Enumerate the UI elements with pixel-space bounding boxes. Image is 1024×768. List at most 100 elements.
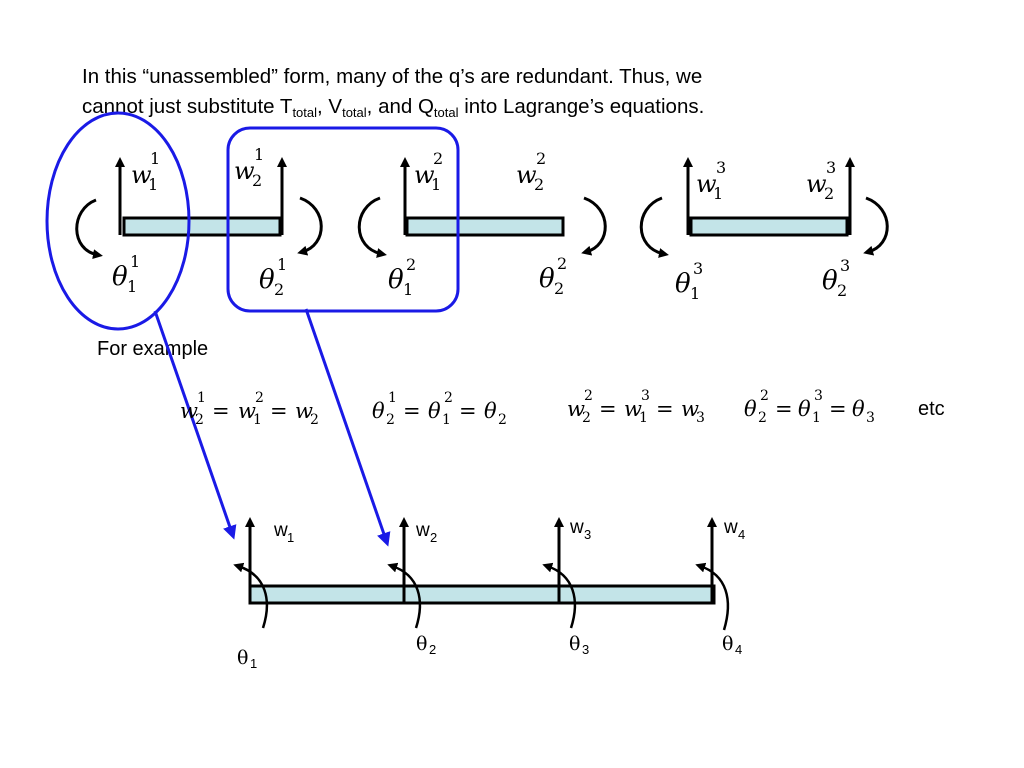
eq2-term-c-sub: 2 <box>498 412 507 428</box>
eq4-term-a-sup: 2 <box>760 388 769 404</box>
w-right-sup-2: 2 <box>536 149 546 168</box>
theta-arc-node-3 <box>542 562 577 629</box>
subscript-total: total <box>292 105 318 120</box>
equation-2: θ 2 1 = θ 1 2 = θ 2 <box>372 390 507 428</box>
element-1: w 1 1 w 2 1 θ 1 1 θ 2 1 <box>75 145 323 299</box>
eq3-term-b: w <box>624 397 642 421</box>
theta-left-sup-2: 2 <box>406 255 416 274</box>
eq2-equals-1: = <box>403 399 421 423</box>
etc-label: etc <box>918 398 945 420</box>
w-sub-node-2: 2 <box>430 530 437 545</box>
eq4-term-b: θ <box>798 397 811 421</box>
w-left-sub-2: 1 <box>431 175 441 194</box>
element-2: w 1 2 w 2 2 θ 1 2 θ 2 2 <box>357 149 607 299</box>
theta-left-label-3: θ <box>675 269 691 299</box>
theta-left-label-2: θ <box>388 265 404 295</box>
theta-left-sup-3: 3 <box>693 259 703 278</box>
theta-right-label-3: θ <box>822 266 838 296</box>
theta-sub-node-4: 4 <box>735 642 742 657</box>
theta-right-label-1: θ <box>259 265 275 295</box>
element-3: w 1 3 w 2 3 θ 1 3 θ 2 3 <box>639 157 889 303</box>
w-sub-node-1: 1 <box>287 530 294 545</box>
theta-sub-node-1: 1 <box>250 656 257 671</box>
eq3-term-a: w <box>567 397 585 421</box>
theta-right-sub-1: 2 <box>274 280 284 299</box>
w-right-label-3: w <box>806 170 827 198</box>
eq3-term-a-sup: 2 <box>584 388 593 404</box>
assembled-beam-body <box>248 584 716 605</box>
eq1-equals-2: = <box>270 399 288 423</box>
beam-element-3 <box>689 216 849 237</box>
intro-line-2-start: cannot just substitute T <box>82 95 293 118</box>
eq4-term-b-sup: 3 <box>814 388 823 404</box>
eq4-term-c: θ <box>852 397 865 421</box>
w-left-sup-3: 3 <box>716 158 726 177</box>
theta-right-sup-2: 2 <box>557 254 567 273</box>
w-right-sub-1: 2 <box>252 171 262 190</box>
w-right-sup-1: 1 <box>254 145 264 164</box>
beam-element-1 <box>122 216 282 237</box>
eq2-term-c: θ <box>484 399 497 423</box>
w-label-node-3: w <box>569 517 584 538</box>
w-label-node-4: w <box>723 517 738 538</box>
theta-label-node-2: θ <box>416 633 427 655</box>
eq2-term-a-sub: 2 <box>386 412 395 428</box>
intro-line-1: In this “unassembled” form, many of the … <box>82 65 703 88</box>
w-right-sup-3: 3 <box>826 158 836 177</box>
theta-right-label-2: θ <box>539 264 555 294</box>
w-left-sub-1: 1 <box>148 175 158 194</box>
highlight-ellipse <box>45 111 191 331</box>
eq1-term-a-sup: 1 <box>197 390 206 406</box>
theta-sub-node-2: 2 <box>429 642 436 657</box>
theta-left-label-1: θ <box>112 262 128 292</box>
theta-left-sub-2: 1 <box>403 280 413 299</box>
eq4-equals-1: = <box>775 397 793 421</box>
w-label-node-2: w <box>415 520 430 541</box>
highlight-arrow-1 <box>153 310 237 540</box>
theta-right-sup-1: 1 <box>277 255 287 274</box>
intro-sep-v: , V <box>317 95 343 118</box>
eq3-term-c: w <box>681 397 699 421</box>
theta-arc-left-2 <box>357 196 387 258</box>
theta-arc-left-3 <box>639 196 669 258</box>
theta-left-sub-3: 1 <box>690 284 700 303</box>
eq2-term-b: θ <box>428 399 441 423</box>
subscript-total: total <box>433 105 459 120</box>
theta-arc-right-2 <box>581 196 607 256</box>
w-left-sup-2: 2 <box>433 149 443 168</box>
eq2-term-b-sup: 2 <box>444 390 453 406</box>
w-right-label-2: w <box>516 161 537 189</box>
eq1-equals-1: = <box>212 399 230 423</box>
assembled-beam: w 1 θ 1 w 2 θ 2 w 3 θ 3 w 4 θ <box>233 517 745 671</box>
eq3-equals-1: = <box>599 397 617 421</box>
eq1-term-b: w <box>238 399 256 423</box>
assembled-node-1: w 1 θ 1 <box>233 517 294 671</box>
highlight-rounded-box <box>226 126 460 313</box>
assembled-node-4: w 4 θ 4 <box>695 517 745 657</box>
theta-label-node-1: θ <box>237 647 248 669</box>
eq4-term-a-sub: 2 <box>758 410 767 426</box>
eq3-term-b-sub: 1 <box>639 410 648 426</box>
eq1-term-a: w <box>180 399 198 423</box>
eq2-equals-2: = <box>459 399 477 423</box>
w-left-sup-1: 1 <box>150 149 160 168</box>
eq2-term-a-sup: 1 <box>388 390 397 406</box>
eq1-term-c: w <box>295 399 313 423</box>
theta-left-sup-1: 1 <box>130 252 140 271</box>
eq2-term-a: θ <box>372 399 385 423</box>
assembled-node-3: w 3 θ 3 <box>542 517 591 657</box>
w-sub-node-4: 4 <box>738 527 745 542</box>
w-left-label-2: w <box>414 161 435 189</box>
theta-right-sub-2: 2 <box>554 279 564 298</box>
theta-arc-left-1 <box>75 198 103 260</box>
equation-4: θ 2 2 = θ 1 3 = θ 3 <box>744 388 875 426</box>
eq3-equals-2: = <box>656 397 674 421</box>
assembled-node-2: w 2 θ 2 <box>387 517 437 657</box>
theta-label-node-3: θ <box>569 633 580 655</box>
theta-arc-node-4 <box>695 562 730 631</box>
theta-arc-right-3 <box>863 196 889 256</box>
intro-line-2-end: into Lagrange’s equations. <box>458 95 705 118</box>
theta-sub-node-3: 3 <box>582 642 589 657</box>
equation-3: w 2 2 = w 1 3 = w 3 <box>567 388 705 426</box>
